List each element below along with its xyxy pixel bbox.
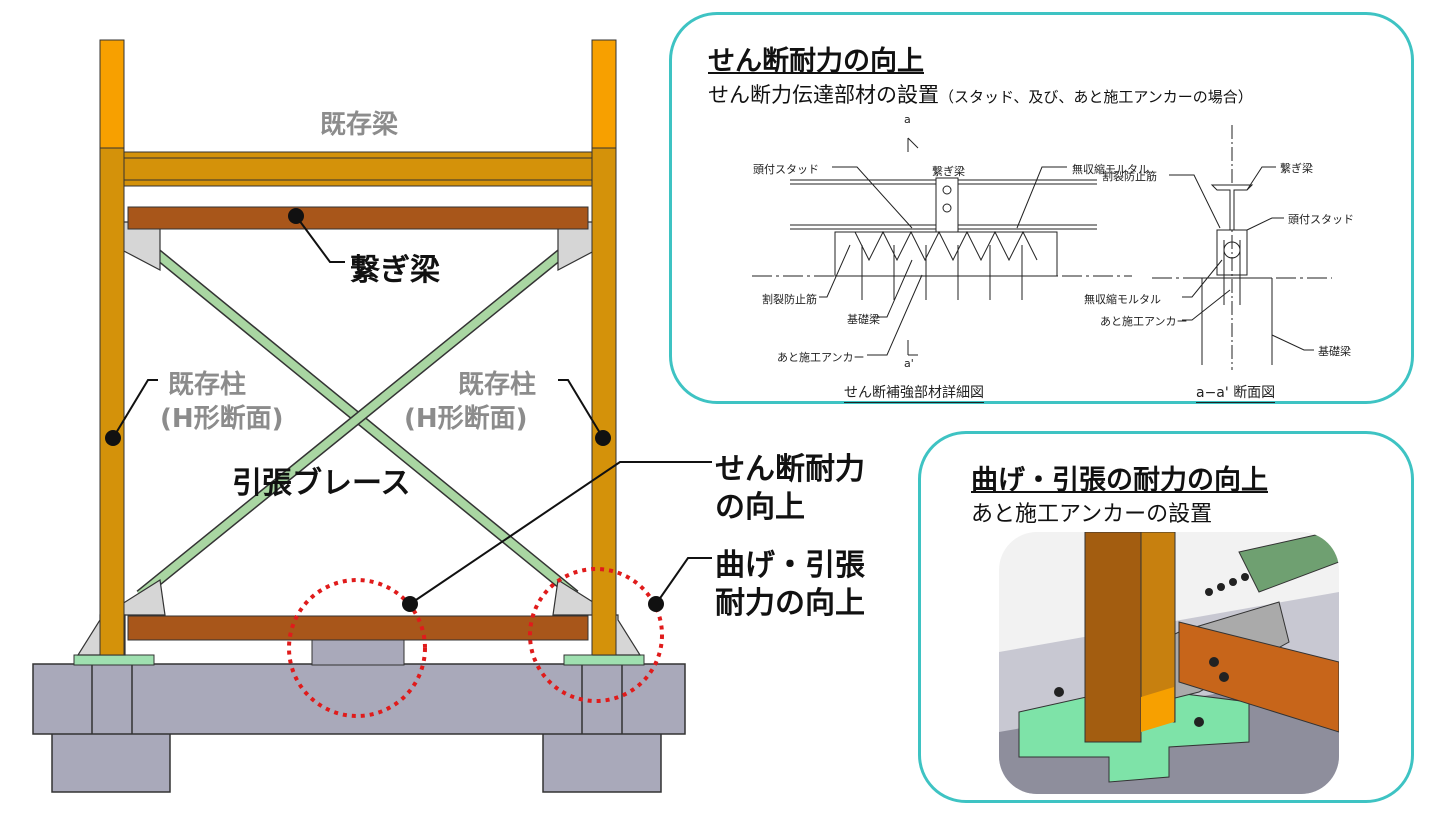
section-stud-label: 頭付スタッド <box>1288 213 1354 226</box>
detail-mortar-label: 無収縮モルタル <box>1072 163 1149 176</box>
highlight-circles <box>287 567 664 718</box>
detail-anchors <box>861 245 1023 300</box>
left-column-label-line1: 既存柱 <box>168 370 247 400</box>
section-mortar-label: 無収縮モルタル <box>1084 293 1161 306</box>
left-column-label-line2: (H形断面) <box>160 404 284 434</box>
bend-panel-title: 曲げ・引張の耐力の向上 <box>971 465 1268 496</box>
detail-section-mark: a <box>904 113 911 126</box>
section-caption: a−a' 断面図 <box>1196 382 1276 403</box>
section-anchor-label: あと施工アンカー <box>1100 315 1188 328</box>
shear-strength-panel: せん断耐力の向上 せん断力伝達部材の設置（スタッド、及び、あと施工アンカーの場合… <box>669 12 1414 404</box>
bend-panel-subtitle: あと施工アンカーの設置 <box>971 502 1213 527</box>
existing-beam <box>123 151 593 187</box>
shear-strength-label-line2: の向上 <box>715 490 805 525</box>
detail-caption: せん断補強部材詳細図 <box>844 382 984 403</box>
leader-lines <box>105 208 712 612</box>
detail-crack-bar-label: 割裂防止筋 <box>762 293 817 306</box>
tie-beams <box>127 206 589 641</box>
tension-brace-label: 引張ブレース <box>232 466 411 501</box>
bend-tension-panel: 曲げ・引張の耐力の向上 あと施工アンカーの設置 <box>918 431 1414 803</box>
foundation <box>32 636 686 793</box>
detail-stud-label: 頭付スタッド <box>753 163 819 176</box>
right-column-label-line2: (H形断面) <box>404 404 528 434</box>
anchor-3d-illustration <box>999 532 1339 794</box>
right-column-label-line1: 既存柱 <box>458 370 537 400</box>
section-foundation-beam-label: 基礎梁 <box>1318 345 1351 358</box>
tie-beam-label: 繋ぎ梁 <box>350 253 440 288</box>
shear-strength-label-line1: せん断耐力 <box>715 452 865 487</box>
shear-detail-drawing <box>752 125 1332 370</box>
shear-panel-subtitle-main: せん断力伝達部材の設置 <box>708 83 939 107</box>
existing-beam-label: 既存梁 <box>320 110 399 140</box>
detail-anchor-label: あと施工アンカー <box>777 351 865 364</box>
shear-panel-subtitle-note: （スタッド、及び、あと施工アンカーの場合） <box>939 88 1253 106</box>
bend-tension-label-line2: 耐力の向上 <box>715 586 865 621</box>
detail-foundation-beam-label: 基礎梁 <box>847 313 880 326</box>
detail-section-mark-prime: a' <box>904 357 914 370</box>
section-crack-bar-label: 割裂防止筋 <box>1102 170 1157 183</box>
detail-tie-beam-label: 繋ぎ梁 <box>932 165 965 178</box>
bend-tension-label-line1: 曲げ・引張 <box>715 548 865 583</box>
shear-panel-title: せん断耐力の向上 <box>708 46 924 77</box>
section-tie-beam-label: 繋ぎ梁 <box>1280 162 1313 175</box>
tension-braces <box>136 235 582 600</box>
shear-panel-subtitle: せん断力伝達部材の設置（スタッド、及び、あと施工アンカーの場合） <box>708 79 1253 109</box>
